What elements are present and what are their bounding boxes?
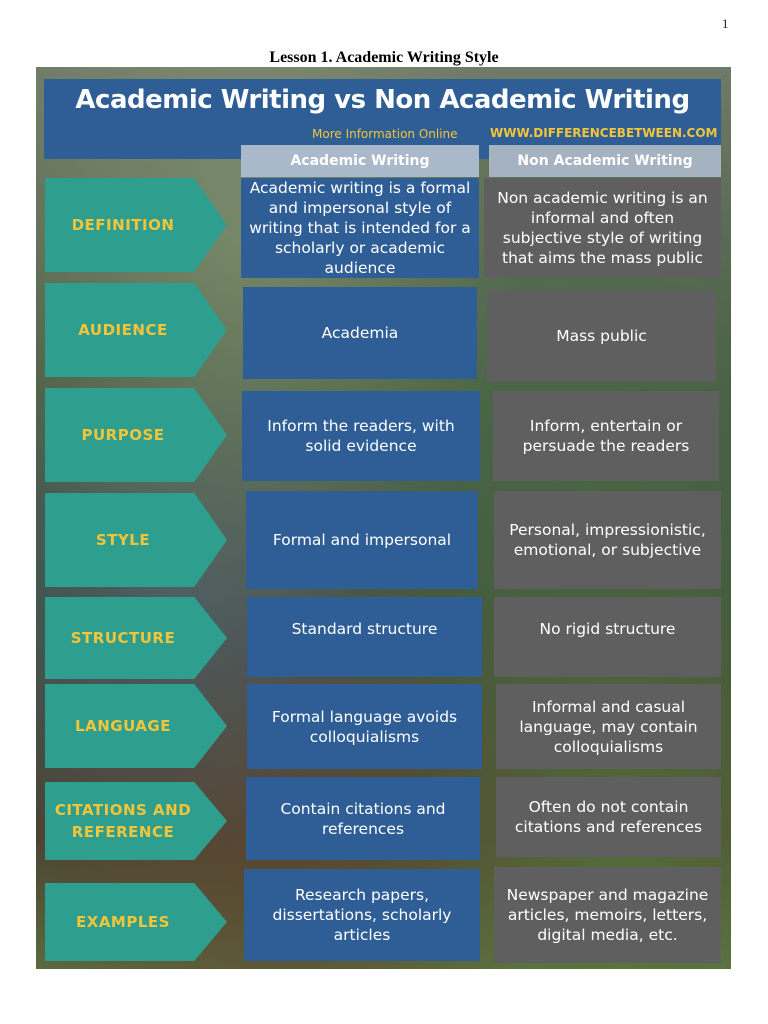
cell-non-academic-definition: Non academic writing is an informal and …	[484, 178, 721, 278]
row-label-audience: AUDIENCE	[45, 283, 227, 377]
cell-academic-definition: Academic writing is a formal and imperso…	[241, 178, 479, 278]
source-site: WWW.DIFFERENCEBETWEEN.COM	[490, 126, 718, 140]
cell-non-academic-audience: Mass public	[487, 290, 716, 382]
comparison-infographic: Academic Writing vs Non Academic Writing…	[36, 67, 731, 969]
row-label-definition: DEFINITION	[45, 178, 227, 272]
row-label-purpose: PURPOSE	[45, 388, 227, 482]
row-label-language: LANGUAGE	[45, 684, 227, 768]
column-header-non-academic: Non Academic Writing	[489, 145, 721, 177]
more-info-text: More Information Online	[312, 127, 458, 141]
row-label-structure: STRUCTURE	[45, 597, 227, 679]
infographic-title: Academic Writing vs Non Academic Writing	[75, 85, 690, 115]
cell-academic-audience: Academia	[243, 287, 477, 379]
cell-academic-language: Formal language avoids colloquialisms	[247, 684, 482, 769]
column-header-academic: Academic Writing	[241, 145, 479, 177]
cell-non-academic-examples: Newspaper and magazine articles, memoirs…	[494, 867, 721, 963]
cell-academic-purpose: Inform the readers, with solid evidence	[242, 391, 480, 481]
cell-non-academic-purpose: Inform, entertain or persuade the reader…	[493, 391, 719, 481]
row-label-examples: EXAMPLES	[45, 883, 227, 961]
cell-academic-citations: Contain citations and references	[246, 777, 480, 860]
row-label-style: STYLE	[45, 493, 227, 587]
cell-non-academic-style: Personal, impressionistic, emotional, or…	[494, 491, 721, 589]
page-number: 1	[722, 16, 729, 31]
cell-academic-examples: Research papers, dissertations, scholarl…	[244, 869, 480, 961]
cell-academic-structure: Standard structure	[247, 597, 482, 677]
row-label-citations-and-reference: CITATIONS AND REFERENCE	[45, 782, 227, 860]
cell-academic-style: Formal and impersonal	[246, 491, 478, 589]
cell-non-academic-citations: Often do not contain citations and refer…	[496, 777, 721, 857]
lesson-title: Lesson 1. Academic Writing Style	[269, 49, 499, 66]
cell-non-academic-structure: No rigid structure	[494, 597, 721, 677]
cell-non-academic-language: Informal and casual language, may contai…	[496, 684, 721, 769]
